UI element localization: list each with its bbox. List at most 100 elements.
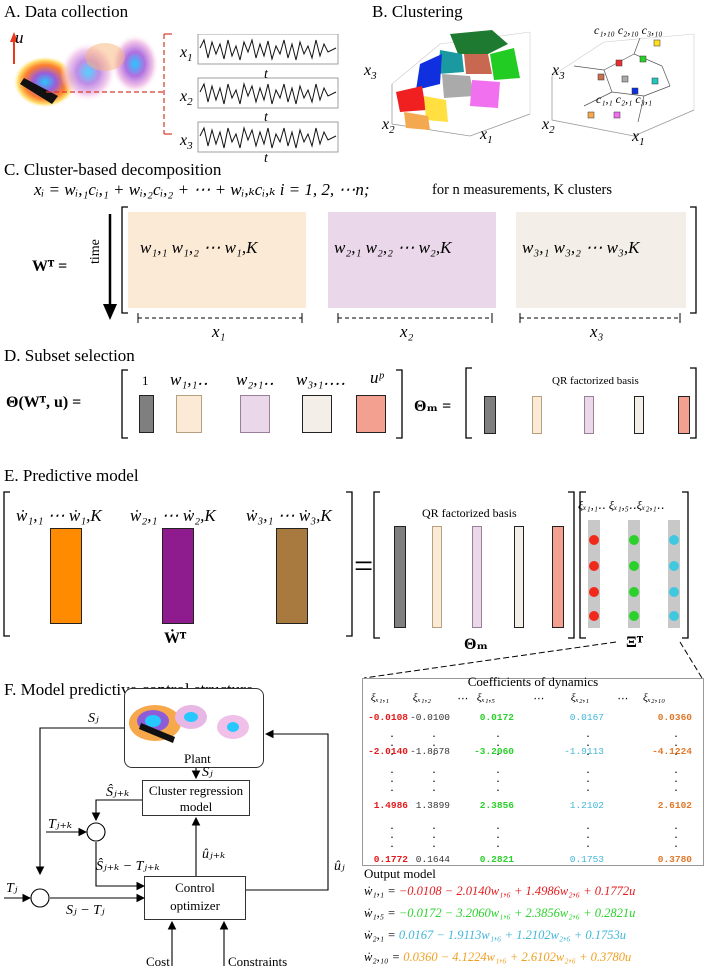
time-series-plots [197, 34, 339, 153]
coef-value-3-2: 1.2102 [569, 800, 604, 811]
panel-c-title: C. Cluster-based decomposition [4, 160, 222, 179]
qr-bar-salmon-d [678, 396, 690, 434]
output-equation-2: ẇ₂,₁ = 0.0167 − 1.9113w₁,₆ + 1.2102w₂,₆ … [364, 928, 626, 943]
uhatj-label: ûⱼ [334, 859, 345, 874]
b3d-x2: x2 [382, 116, 395, 137]
constraints-label: Constraints [228, 954, 288, 969]
coef-vdots-4-0: ... [674, 725, 678, 758]
coef-value-3-3: 0.1753 [569, 854, 604, 865]
library-one: 1 [142, 373, 149, 388]
crm-label-2: model [179, 799, 213, 814]
sj-left-label: Sⱼ [88, 711, 99, 726]
qr-bar-cream-e [514, 526, 524, 628]
library-h3: w₃,₁‥‥ [296, 370, 347, 389]
coef-vdots-0-1: ... [390, 761, 394, 794]
coefficients-title: Coefficients of dynamics [467, 674, 599, 689]
coef-vdots-2-0: ... [496, 725, 500, 758]
block1-weights: w₁,₁ w₁,₂ ⋯ w₁,K [140, 238, 258, 257]
coef-value-0-1: -2.0140 [368, 746, 408, 757]
coef-value-1-1: -1.8678 [410, 746, 450, 757]
coef-header-0: ξₓ₁,₁ [370, 692, 390, 704]
coef-vdots-4-2: ... [674, 817, 678, 850]
b3d-x3: x3 [364, 62, 377, 83]
xi-columns [588, 520, 680, 628]
wdot-bar-purple [162, 528, 194, 624]
equation-rhs: −0.0172 − 3.2060w₁,₆ + 2.3856w₂,₆ + 0.28… [398, 906, 636, 920]
coef-value-4-1: -4.1224 [652, 746, 692, 757]
panel-d-title: D. Subset selection [4, 346, 135, 365]
cluster-centroid-plot [551, 33, 695, 137]
control-input-label: u [15, 28, 24, 47]
cost-label: Cost [146, 954, 170, 969]
coef-value-1-3: 0.1644 [415, 854, 450, 865]
qr-bar-salmon-e [552, 526, 564, 628]
theta-brackets [121, 369, 403, 439]
shat-label: Ŝⱼ₊ₖ [106, 785, 130, 800]
block3-weights: w₃,₁ w₃,₂ ⋯ w₃,K [522, 238, 640, 257]
time-arrow [103, 214, 117, 320]
library-bar-lilac [240, 395, 270, 433]
uhat-label: ûⱼ₊ₖ [202, 847, 226, 862]
wdot-label: Ẇᵀ [164, 630, 187, 647]
equation-lhs: ẇ₁,₁ = [364, 884, 399, 898]
coef-value-2-2: 2.3856 [479, 800, 514, 811]
matrix-brackets-c [121, 206, 697, 314]
output-model-title: Output model [364, 866, 436, 881]
equation-lhs: ẇ₂,₁₀ = [364, 950, 404, 964]
panel-a-title: A. Data collection [4, 2, 129, 21]
flow-snapshot [10, 32, 159, 108]
ts-label-x2: x2 [180, 88, 193, 109]
coef-value-0-0: -0.0108 [368, 712, 408, 723]
wdot-brackets [3, 491, 353, 637]
coefficients-panel [362, 678, 704, 866]
coef-vdots-1-2: ... [432, 817, 436, 850]
span-label-x3: x₃ [590, 322, 604, 341]
coef-value-2-1: -3.2060 [474, 746, 514, 757]
cluster-3d-plot [391, 30, 531, 137]
qr-bar-gray-e [394, 526, 406, 628]
crm-label-1: Cluster regression [148, 783, 244, 798]
wdot-h2: ẇ₂,₁ ⋯ ẇ₂,K [130, 506, 216, 525]
equation-rhs: −0.0108 − 2.0140w₁,₆ + 1.4986w₂,₆ + 0.17… [398, 884, 636, 898]
qr-bar-peach-e [432, 526, 442, 628]
library-bar-peach [176, 395, 202, 433]
thetam-label-e: Θₘ [464, 636, 489, 653]
theta-label: Θ(Wᵀ, u) = [6, 394, 82, 411]
bc-x3: x3 [552, 62, 565, 83]
ts-time-3: t [264, 151, 268, 166]
coef-vdots-3-2: ... [586, 817, 590, 850]
library-hp: uᵖ [370, 368, 384, 387]
xi-label: Ξᵀ [626, 634, 643, 651]
coef-header-6: ⋯ [616, 693, 628, 705]
coef-value-4-0: 0.0360 [657, 712, 692, 723]
tj-label: Tⱼ [6, 881, 18, 896]
qr-bar-lilac-d [584, 396, 594, 434]
coef-header-2: ⋯ [456, 693, 468, 705]
coef-vdots-1-1: ... [432, 761, 436, 794]
output-equation-0: ẇ₁,₁ = −0.0108 − 2.0140w₁,₆ + 1.4986w₂,₆… [364, 884, 635, 899]
output-equation-3: ẇ₂,₁₀ = 0.0360 − 4.1224w₁,₆ + 2.6102w₂,₆… [364, 950, 631, 965]
cluster-regression-box [142, 780, 250, 816]
coef-vdots-2-2: ... [496, 817, 500, 850]
cluster-block-x2 [328, 212, 496, 308]
span-label-x1: x₁ [212, 322, 226, 341]
ts-label-x3: x3 [180, 132, 193, 153]
library-h2: w₂,₁‥ [236, 370, 275, 389]
qr-bar-lilac-e [472, 526, 482, 628]
wdot-bar-orange [50, 528, 82, 624]
wdot-h1: ẇ₁,₁ ⋯ ẇ₁,K [16, 506, 102, 525]
coef-vdots-0-2: ... [390, 817, 394, 850]
sjtj-label: Sⱼ − Tⱼ [66, 903, 105, 918]
coef-vdots-4-1: ... [674, 761, 678, 794]
coef-vdots-3-0: ... [586, 725, 590, 758]
sensor-connector [46, 33, 172, 135]
b3d-x1: x1 [480, 126, 493, 147]
coef-header-4: ⋯ [532, 693, 544, 705]
qr-basis-label-e: QR factorized basis [422, 506, 517, 520]
equation-rhs: 0.0360 − 4.1224w₁,₆ + 2.6102w₂,₆ + 0.378… [403, 950, 632, 964]
block2-weights: w₂,₁ w₂,₂ ⋯ w₂,K [334, 238, 452, 257]
cluster-block-x1 [128, 212, 306, 308]
control-block-diagram [4, 727, 329, 966]
tjk-label: Tⱼ₊ₖ [48, 817, 72, 832]
span-label-x2: x₂ [400, 322, 414, 341]
